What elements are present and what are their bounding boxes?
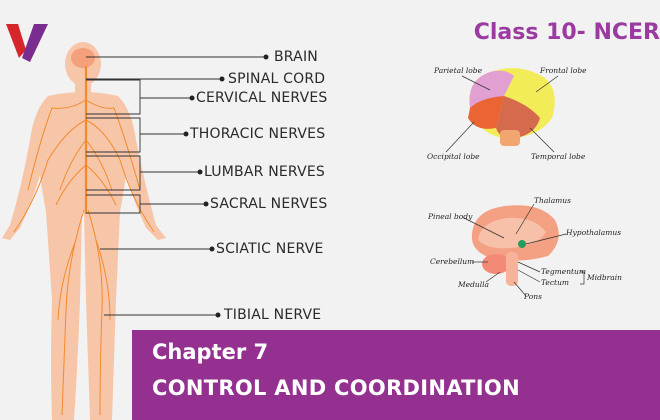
course-label: Class 10- NCER bbox=[473, 20, 660, 45]
label-pineal-body: Pineal body bbox=[428, 212, 473, 221]
brain-section-leaders bbox=[463, 203, 585, 297]
label-midbrain: Midbrain bbox=[587, 273, 622, 282]
chapter-banner bbox=[132, 330, 660, 420]
label-cervical-nerves: CERVICAL NERVES bbox=[196, 90, 328, 106]
label-lumbar-nerves: LUMBAR NERVES bbox=[204, 164, 325, 180]
label-sacral-nerves: SACRAL NERVES bbox=[210, 196, 328, 212]
label-cerebellum: Cerebellum bbox=[430, 257, 475, 266]
label-pons: Pons bbox=[524, 292, 542, 301]
label-occipital-lobe: Occipital lobe bbox=[427, 152, 480, 161]
label-tibial-nerve: TIBIAL NERVE bbox=[224, 307, 322, 323]
brain-lobes-diagram bbox=[468, 68, 555, 146]
label-thoracic-nerves: THORACIC NERVES bbox=[190, 126, 326, 142]
label-spinal-cord: SPINAL CORD bbox=[228, 71, 326, 87]
brand-logo-icon bbox=[6, 24, 48, 62]
chapter-number: Chapter 7 bbox=[152, 340, 269, 364]
label-sciatic-nerve: SCIATIC NERVE bbox=[216, 241, 324, 257]
nerve-lines bbox=[13, 66, 155, 416]
label-tegmentum: Tegmentum bbox=[541, 267, 586, 276]
leader-dots bbox=[183, 54, 269, 318]
label-frontal-lobe: Frontal lobe bbox=[540, 66, 587, 75]
brain-lobes-leaders bbox=[445, 75, 559, 153]
label-temporal-lobe: Temporal lobe bbox=[531, 152, 586, 161]
brain-section-diagram bbox=[471, 205, 559, 286]
label-tectum: Tectum bbox=[541, 278, 570, 287]
chapter-title: CONTROL AND COORDINATION bbox=[152, 376, 520, 400]
label-medulla: Medulla bbox=[458, 280, 490, 289]
label-brain: BRAIN bbox=[274, 49, 318, 65]
label-thalamus: Thalamus bbox=[534, 196, 571, 205]
leader-lines bbox=[86, 56, 266, 316]
label-hypothalamus: Hypothalamus bbox=[566, 228, 622, 237]
label-parietal-lobe: Parietal lobe bbox=[434, 66, 483, 75]
